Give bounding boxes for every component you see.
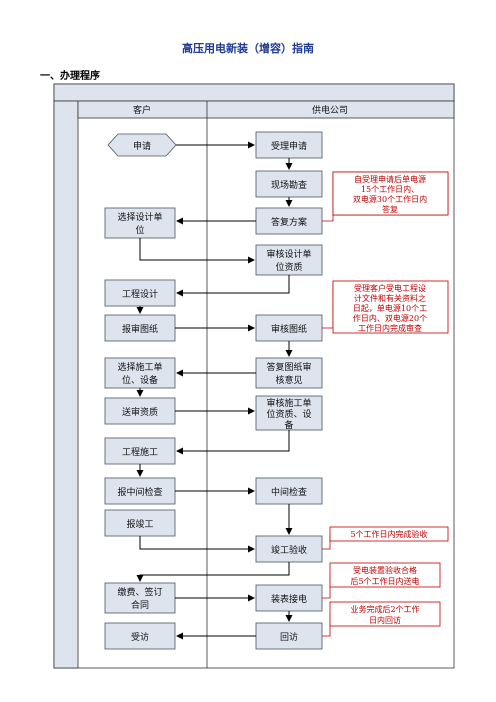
node-visited: 受访 <box>104 622 176 650</box>
connectors <box>136 141 293 640</box>
node-review-drawings: 审核图纸 <box>255 314 323 342</box>
node-mid-inspection: 中间检查 <box>255 477 323 505</box>
svg-text:核意见: 核意见 <box>275 374 302 386</box>
svg-text:申请: 申请 <box>133 140 151 152</box>
node-return-visit: 回访 <box>255 622 323 650</box>
node-review-builder: 审核施工单 位资质、设 备 <box>255 395 323 431</box>
svg-text:报审图纸: 报审图纸 <box>122 323 158 335</box>
node-choose-designer: 选择设计单 位 <box>104 207 176 239</box>
svg-text:5个工作日内完成验收: 5个工作日内完成验收 <box>350 529 427 539</box>
document-title: 高压用电新装（增容）指南 <box>182 42 314 55</box>
svg-text:位资质: 位资质 <box>275 261 302 273</box>
svg-text:现场勘查: 现场勘查 <box>271 179 307 191</box>
svg-text:工作日内完成审查: 工作日内完成审查 <box>358 323 422 333</box>
svg-text:15个工作日内、: 15个工作日内、 <box>361 184 419 194</box>
section-heading: 一、办理程序 <box>40 71 100 82</box>
node-submit-drawings: 报审图纸 <box>104 314 176 342</box>
svg-text:审核施工单: 审核施工单 <box>266 397 311 409</box>
svg-text:答复方案: 答复方案 <box>271 216 307 228</box>
node-apply: 申请 <box>107 133 177 157</box>
left-margin-column <box>53 100 79 669</box>
svg-text:受访: 受访 <box>131 631 149 643</box>
svg-text:工程施工: 工程施工 <box>122 446 158 458</box>
svg-text:业务完成后2个工作: 业务完成后2个工作 <box>350 604 419 614</box>
lane-utility: 供电公司 <box>312 104 348 116</box>
lane-header-row <box>77 100 455 119</box>
svg-text:位、设备: 位、设备 <box>122 374 158 386</box>
annotation-power-deadline: 受电装置验收合格 后5个工作日内送电 <box>322 562 441 599</box>
svg-text:审核设计单: 审核设计单 <box>266 248 311 260</box>
node-accept: 受理申请 <box>255 131 323 159</box>
svg-text:选择施工单: 选择施工单 <box>117 361 162 373</box>
svg-text:报中间检查: 报中间检查 <box>117 486 162 498</box>
node-mid-inspection-request: 报中间检查 <box>104 477 176 505</box>
node-construction: 工程施工 <box>104 437 176 465</box>
svg-text:备: 备 <box>284 419 293 431</box>
svg-text:中间检查: 中间检查 <box>271 486 307 498</box>
node-submit-qualification: 送审资质 <box>104 397 176 425</box>
svg-text:装表接电: 装表接电 <box>271 593 307 605</box>
svg-text:送审资质: 送审资质 <box>122 406 158 418</box>
svg-text:双电源30个工作日内: 双电源30个工作日内 <box>353 194 427 204</box>
node-reply-drawings: 答复图纸审 核意见 <box>255 357 323 389</box>
node-survey: 现场勘查 <box>255 170 323 198</box>
svg-text:自受理申请后单电源: 自受理申请后单电源 <box>354 174 426 184</box>
node-reply-plan: 答复方案 <box>255 207 323 235</box>
svg-text:日起，单电源10个工: 日起，单电源10个工 <box>353 303 427 313</box>
svg-text:工程设计: 工程设计 <box>122 288 158 300</box>
annotation-drawing-deadline: 受理客户受电工程设 计文件和有关资料之 日起，单电源10个工 作日内、双电源20… <box>322 280 449 334</box>
svg-text:缴费、签订: 缴费、签订 <box>117 586 162 598</box>
svg-text:日内回访: 日内回访 <box>369 615 401 625</box>
node-completion-acceptance: 竣工验收 <box>255 535 323 563</box>
lane-customer: 客户 <box>133 104 151 116</box>
svg-text:后5个工作日内送电: 后5个工作日内送电 <box>350 576 419 586</box>
annotation-acceptance-deadline: 5个工作日内完成验收 <box>322 526 449 550</box>
header-strip <box>53 83 455 102</box>
svg-text:回访: 回访 <box>280 632 298 643</box>
svg-text:计文件和有关资料之: 计文件和有关资料之 <box>354 293 426 303</box>
node-completion-report: 报竣工 <box>104 509 176 537</box>
svg-text:受理申请: 受理申请 <box>271 140 307 152</box>
node-pay-sign: 缴费、签订 合同 <box>104 582 176 614</box>
svg-text:答复: 答复 <box>382 204 398 214</box>
node-engineering-design: 工程设计 <box>104 279 176 307</box>
svg-text:受电装置验收合格: 受电装置验收合格 <box>353 565 417 575</box>
node-review-designer: 审核设计单 位资质 <box>255 244 323 276</box>
svg-text:竣工验收: 竣工验收 <box>271 544 307 556</box>
svg-text:位: 位 <box>135 224 144 236</box>
svg-text:合同: 合同 <box>131 599 149 611</box>
svg-text:位资质、设: 位资质、设 <box>266 408 311 420</box>
svg-text:审核图纸: 审核图纸 <box>271 323 307 335</box>
svg-text:作日内、双电源20个: 作日内、双电源20个 <box>353 313 427 323</box>
svg-text:报竣工: 报竣工 <box>126 518 153 530</box>
annotation-visit-deadline: 业务完成后2个工作 日内回访 <box>322 601 441 637</box>
node-meter-install: 装表接电 <box>255 584 323 612</box>
annotation-plan-deadline: 自受理申请后单电源 15个工作日内、 双电源30个工作日内 答复 <box>322 171 449 222</box>
svg-text:答复图纸审: 答复图纸审 <box>266 361 311 373</box>
node-choose-builder: 选择施工单 位、设备 <box>104 357 176 389</box>
svg-text:受理客户受电工程设: 受理客户受电工程设 <box>354 283 426 293</box>
svg-text:选择设计单: 选择设计单 <box>117 211 162 223</box>
